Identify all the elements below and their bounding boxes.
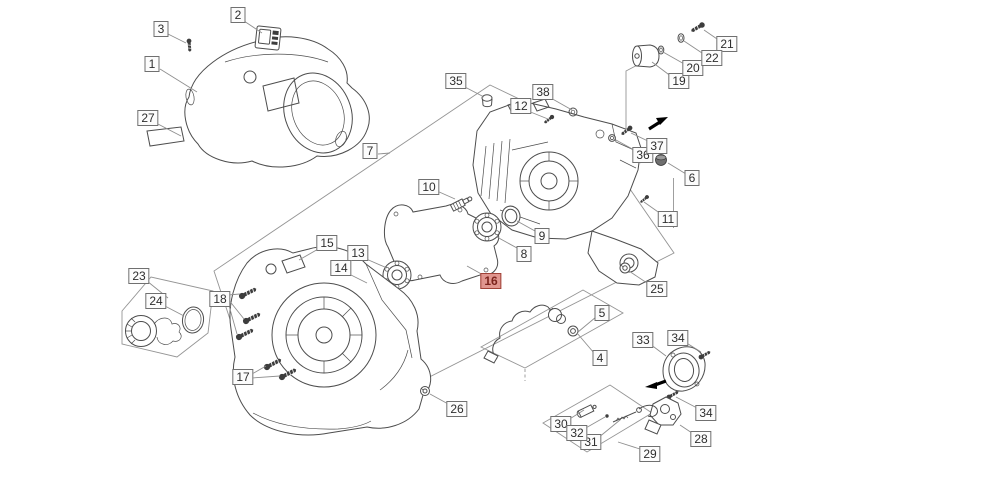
leader-line-5	[577, 316, 597, 333]
part-label-5[interactable]: 5	[594, 305, 610, 321]
part-label-13[interactable]: 13	[347, 245, 369, 261]
part-label-29[interactable]: 29	[639, 446, 661, 462]
oiler-parts-art	[576, 404, 658, 423]
leader-line-18	[227, 301, 238, 335]
part-label-19[interactable]: 19	[668, 73, 690, 89]
starter-label-plate-art	[254, 25, 282, 51]
part-label-22[interactable]: 22	[701, 50, 723, 66]
cover-plate-33-art	[662, 346, 706, 392]
buffer-ring-20-art	[657, 45, 665, 55]
part-label-3[interactable]: 3	[153, 21, 169, 37]
part-label-7[interactable]: 7	[362, 143, 378, 159]
leader-line-3	[167, 33, 187, 44]
leader-line-7	[377, 152, 391, 155]
part-label-14[interactable]: 14	[330, 260, 352, 276]
fuel-cap-group-boundary	[121, 276, 214, 358]
fitting-10-art	[449, 196, 473, 212]
part-label-37[interactable]: 37	[646, 138, 668, 154]
crankcase-right-half-art	[472, 98, 659, 286]
part-label-38[interactable]: 38	[532, 84, 554, 100]
part-label-23[interactable]: 23	[128, 268, 150, 284]
leader-line-10	[436, 190, 456, 200]
part-label-24[interactable]: 24	[145, 293, 167, 309]
part-label-17[interactable]: 17	[232, 369, 254, 385]
leader-line-17	[251, 375, 281, 379]
leader-line-2	[243, 20, 263, 34]
grommet-25-art	[619, 262, 631, 274]
part-label-9[interactable]: 9	[534, 228, 550, 244]
part-label-10[interactable]: 10	[418, 179, 440, 195]
part-label-35[interactable]: 35	[445, 73, 467, 89]
leader-line-29	[617, 441, 644, 451]
leader-line-4	[576, 332, 595, 354]
part-label-34-bottom[interactable]: 34	[695, 405, 717, 421]
part-label-11[interactable]: 11	[657, 211, 679, 227]
fuel-cap-art	[125, 315, 182, 347]
washer-22-art	[677, 33, 685, 43]
direction-arrow-icon	[648, 117, 668, 131]
plug-6-art	[655, 154, 667, 166]
part-label-28[interactable]: 28	[690, 431, 712, 447]
part-label-20[interactable]: 20	[682, 60, 704, 76]
washer-36-art	[608, 134, 616, 142]
part-label-25[interactable]: 25	[646, 281, 668, 297]
part-label-32[interactable]: 32	[566, 425, 588, 441]
part-label-6[interactable]: 6	[684, 170, 700, 186]
top-cover-art	[184, 36, 370, 168]
leader-line-9	[516, 220, 536, 232]
leader-line-1	[159, 68, 198, 93]
part-label-8[interactable]: 8	[516, 246, 532, 262]
grommet-26-art	[420, 386, 430, 396]
part-label-12[interactable]: 12	[510, 98, 532, 114]
leader-line-6	[667, 162, 687, 175]
fuel-filter-5-art	[567, 325, 579, 337]
part-label-15[interactable]: 15	[316, 235, 338, 251]
leader-line-34-bottom	[675, 396, 700, 410]
part-label-27[interactable]: 27	[137, 110, 159, 126]
part-label-33[interactable]: 33	[632, 332, 654, 348]
leader-line-27	[155, 122, 182, 137]
part-label-1[interactable]: 1	[144, 56, 160, 72]
leader-line-17	[251, 365, 267, 375]
part-label-18[interactable]: 18	[209, 291, 231, 307]
part-label-34-top[interactable]: 34	[667, 330, 689, 346]
part-label-4[interactable]: 4	[592, 350, 608, 366]
cap-35-art	[481, 94, 493, 108]
fuel-line-art	[483, 304, 566, 364]
leader-line-8	[496, 236, 518, 249]
annular-buffer-art	[632, 44, 660, 68]
part-label-21[interactable]: 21	[716, 36, 738, 52]
part-label-16[interactable]: 16	[480, 273, 502, 289]
part-label-2[interactable]: 2	[230, 7, 246, 23]
leader-line-20	[662, 51, 687, 66]
sticker-art	[146, 126, 185, 147]
nut-38-art	[568, 107, 578, 117]
part-label-26[interactable]: 26	[446, 401, 468, 417]
direction-arrow-icon	[645, 379, 667, 389]
o-ring-24-art	[181, 306, 205, 334]
